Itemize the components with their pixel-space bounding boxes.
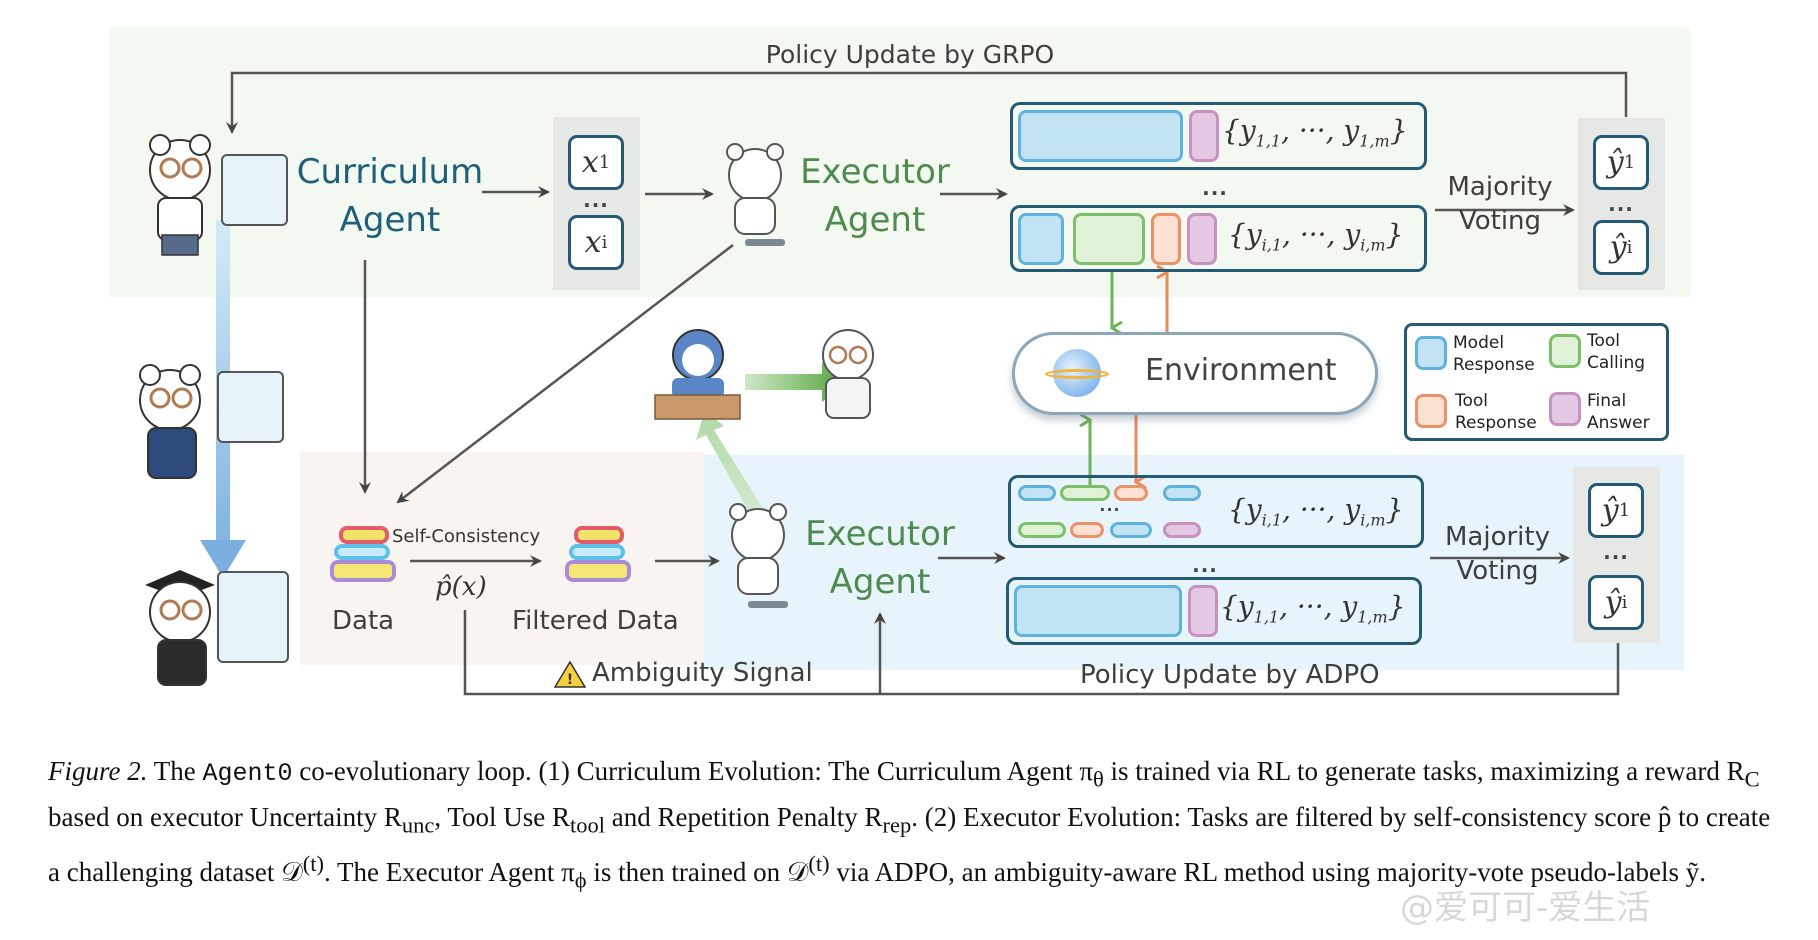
rollouts-ellipsis-bottom: ...	[1192, 553, 1218, 577]
segment-final-answer	[1163, 522, 1201, 538]
curriculum-bear-teacher-icon	[139, 364, 284, 479]
segment-tool-calling	[1060, 485, 1110, 501]
executor-bear-icon-top	[726, 143, 785, 246]
filtered-data-label: Filtered Data	[512, 606, 679, 636]
segment-model-response	[1014, 585, 1182, 637]
segment-model-response	[1110, 522, 1152, 538]
executor-to-data-arrow	[396, 244, 734, 504]
answers-ellipsis-bottom: ...	[1603, 540, 1629, 564]
segment-model-response	[1018, 485, 1056, 501]
segment-final-answer	[1189, 110, 1219, 162]
environment-node: Environment	[1012, 332, 1378, 415]
svg-text:!: !	[567, 672, 573, 688]
curriculum-bear-student-icon	[149, 134, 288, 256]
executor-agent-title-bottom: Executor Agent	[805, 514, 955, 602]
environment-label: Environment	[1145, 353, 1337, 388]
rollout-row-i-bottom	[1008, 475, 1424, 548]
books-icon-data	[330, 526, 396, 582]
segment-tool-calling	[1073, 213, 1145, 265]
segment-tool-response	[1070, 522, 1104, 538]
executor-bear-icon-bottom	[729, 503, 788, 608]
grpo-feedback-line	[226, 71, 1628, 134]
segment-tool-calling	[1018, 522, 1066, 538]
legend-swatch-model-response	[1415, 336, 1447, 370]
legend-swatch-tool-response	[1415, 394, 1447, 428]
watermark: @爱可可-爱生活	[1400, 888, 1651, 928]
books-icon-filtered	[565, 526, 631, 582]
segment-final-answer	[1188, 585, 1218, 637]
segment-tool-response	[1151, 213, 1181, 265]
legend-swatch-tool-calling	[1549, 334, 1581, 368]
legend-swatch-final-answer	[1549, 392, 1581, 426]
rollout-row-i	[1010, 205, 1427, 272]
self-consistency-label: Self-Consistency	[392, 526, 541, 547]
curriculum-agent-title: Curriculum Agent	[296, 152, 484, 240]
segment-tool-response	[1114, 485, 1148, 501]
segment-model-response	[1018, 213, 1064, 265]
rollout-set-1-bottom: {y1,1, ···, y1,m}	[1220, 590, 1406, 627]
adpo-loop-label: Policy Update by ADPO	[1080, 660, 1380, 690]
executor-agent-title-top: Executor Agent	[800, 152, 950, 240]
segment-final-answer	[1187, 213, 1217, 265]
segment-model-response	[1018, 110, 1183, 162]
rollout-set-i-bottom: {yi,1, ···, yi,m}	[1228, 493, 1404, 530]
warning-icon: !	[553, 660, 587, 688]
globe-ring-icon	[1045, 369, 1109, 379]
adpo-feedback-line	[463, 610, 1620, 696]
rollout-row-1	[1010, 102, 1427, 170]
rollouts-ellipsis: ...	[1202, 176, 1228, 200]
rollout-set-i: {yi,1, ···, yi,m}	[1228, 218, 1404, 255]
tasks-ellipsis: ...	[583, 188, 609, 212]
data-label: Data	[332, 606, 395, 636]
answers-ellipsis: ...	[1608, 192, 1634, 216]
figure-caption: Figure 2. The Agent0 co-evolutionary loo…	[48, 756, 1771, 893]
curriculum-bear-professor-icon	[145, 570, 289, 686]
rollout-row-1-bottom	[1006, 577, 1422, 645]
segments-ellipsis: ...	[1099, 496, 1121, 515]
evolution-arrow-head	[200, 540, 246, 578]
self-consistency-score: p̂(x)	[435, 572, 487, 602]
engineer-bear-icon	[822, 329, 874, 419]
hooded-bear-studying-icon	[654, 329, 741, 420]
ambiguity-signal-label: Ambiguity Signal	[592, 658, 813, 688]
rollout-set-1: {y1,1, ···, y1,m}	[1222, 114, 1408, 151]
grpo-loop-label: Policy Update by GRPO	[765, 40, 1055, 69]
segment-model-response	[1163, 485, 1201, 501]
